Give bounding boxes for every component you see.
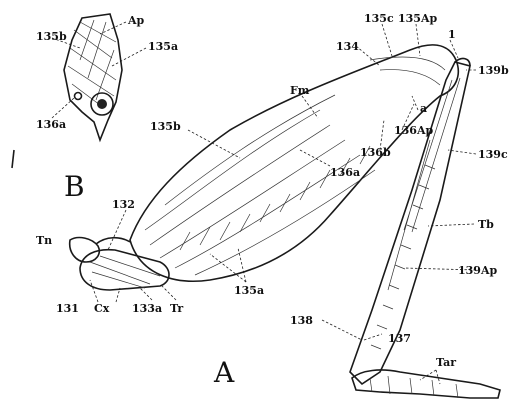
coxa-trochanter bbox=[70, 238, 169, 290]
label-132: 132 bbox=[112, 198, 135, 211]
label-133a: 133a bbox=[132, 302, 162, 315]
edge-mark bbox=[12, 150, 14, 168]
label-134: 134 bbox=[336, 40, 359, 53]
label-135ap: 135Ap bbox=[398, 12, 437, 25]
label-138: 138 bbox=[290, 314, 313, 327]
label-139c: 139c bbox=[478, 148, 508, 161]
label-139ap: 139Ap bbox=[458, 264, 497, 277]
label-135b: 135b bbox=[150, 120, 181, 133]
tarsus bbox=[352, 370, 500, 398]
label-135c: 135c bbox=[364, 12, 394, 25]
label-135b-b: 135b bbox=[36, 30, 67, 43]
label-1: 1 bbox=[448, 28, 456, 41]
label-136a-b: 136a bbox=[36, 118, 66, 131]
label-135a: 135a bbox=[234, 284, 264, 297]
label-tr: Tr bbox=[170, 302, 183, 315]
label-a: a bbox=[420, 102, 427, 115]
label-tar: Tar bbox=[436, 356, 456, 369]
label-135a-b: 135a bbox=[148, 40, 178, 53]
cross-section-b bbox=[64, 14, 122, 140]
label-tb: Tb bbox=[478, 218, 494, 231]
label-136a: 136a bbox=[330, 166, 360, 179]
label-fm: Fm bbox=[290, 84, 310, 97]
panel-label-a: A bbox=[213, 356, 235, 389]
labels: Ap 135b 135a 136a B 135c 135Ap 1 134 139… bbox=[36, 12, 509, 389]
label-136ap: 136Ap bbox=[394, 124, 433, 137]
femur bbox=[130, 45, 458, 281]
label-tn: Tn bbox=[36, 234, 52, 247]
panel-label-b: B bbox=[64, 170, 85, 203]
label-139b: 139b bbox=[478, 64, 509, 77]
label-cx: Cx bbox=[94, 302, 110, 315]
label-136b: 136b bbox=[360, 146, 391, 159]
label-131: 131 bbox=[56, 302, 79, 315]
label-137: 137 bbox=[388, 332, 411, 345]
label-ap-b: Ap bbox=[127, 14, 145, 27]
